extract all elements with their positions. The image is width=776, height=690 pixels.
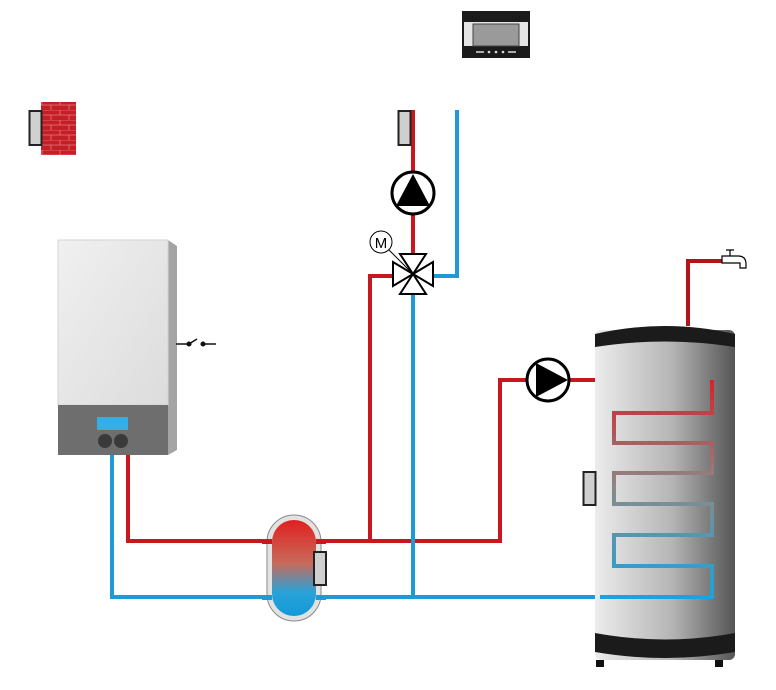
cylinder-sensor-icon (582, 471, 597, 506)
cylinder-pump-icon (525, 357, 571, 403)
hot-water-pipe (686, 259, 722, 326)
valve-motor-icon: M (369, 230, 393, 254)
motor-label: M (375, 235, 388, 252)
cold-return-pipe (110, 455, 600, 599)
boiler-display (97, 417, 128, 430)
hot-supply-pipe (126, 378, 712, 543)
boiler (57, 239, 177, 455)
boiler-knob (98, 434, 112, 448)
cylinder-coil (600, 380, 714, 599)
heating-pump-icon (390, 170, 436, 216)
pipes (110, 110, 712, 599)
switch-icon (176, 338, 216, 347)
hydraulic-separator (262, 514, 327, 622)
outdoor-sensor-icon (28, 102, 76, 155)
hot-water-cylinder (582, 326, 735, 667)
tap-icon (721, 249, 747, 269)
mixing-valve-icon (387, 248, 434, 295)
flow-sensor-icon (397, 110, 412, 146)
heating-return-pipe (432, 110, 459, 278)
separator-sensor-icon (313, 551, 327, 586)
room-controller-icon (462, 11, 530, 58)
boiler-knob (114, 434, 128, 448)
heating-circuit-supply-pipe (368, 274, 394, 541)
